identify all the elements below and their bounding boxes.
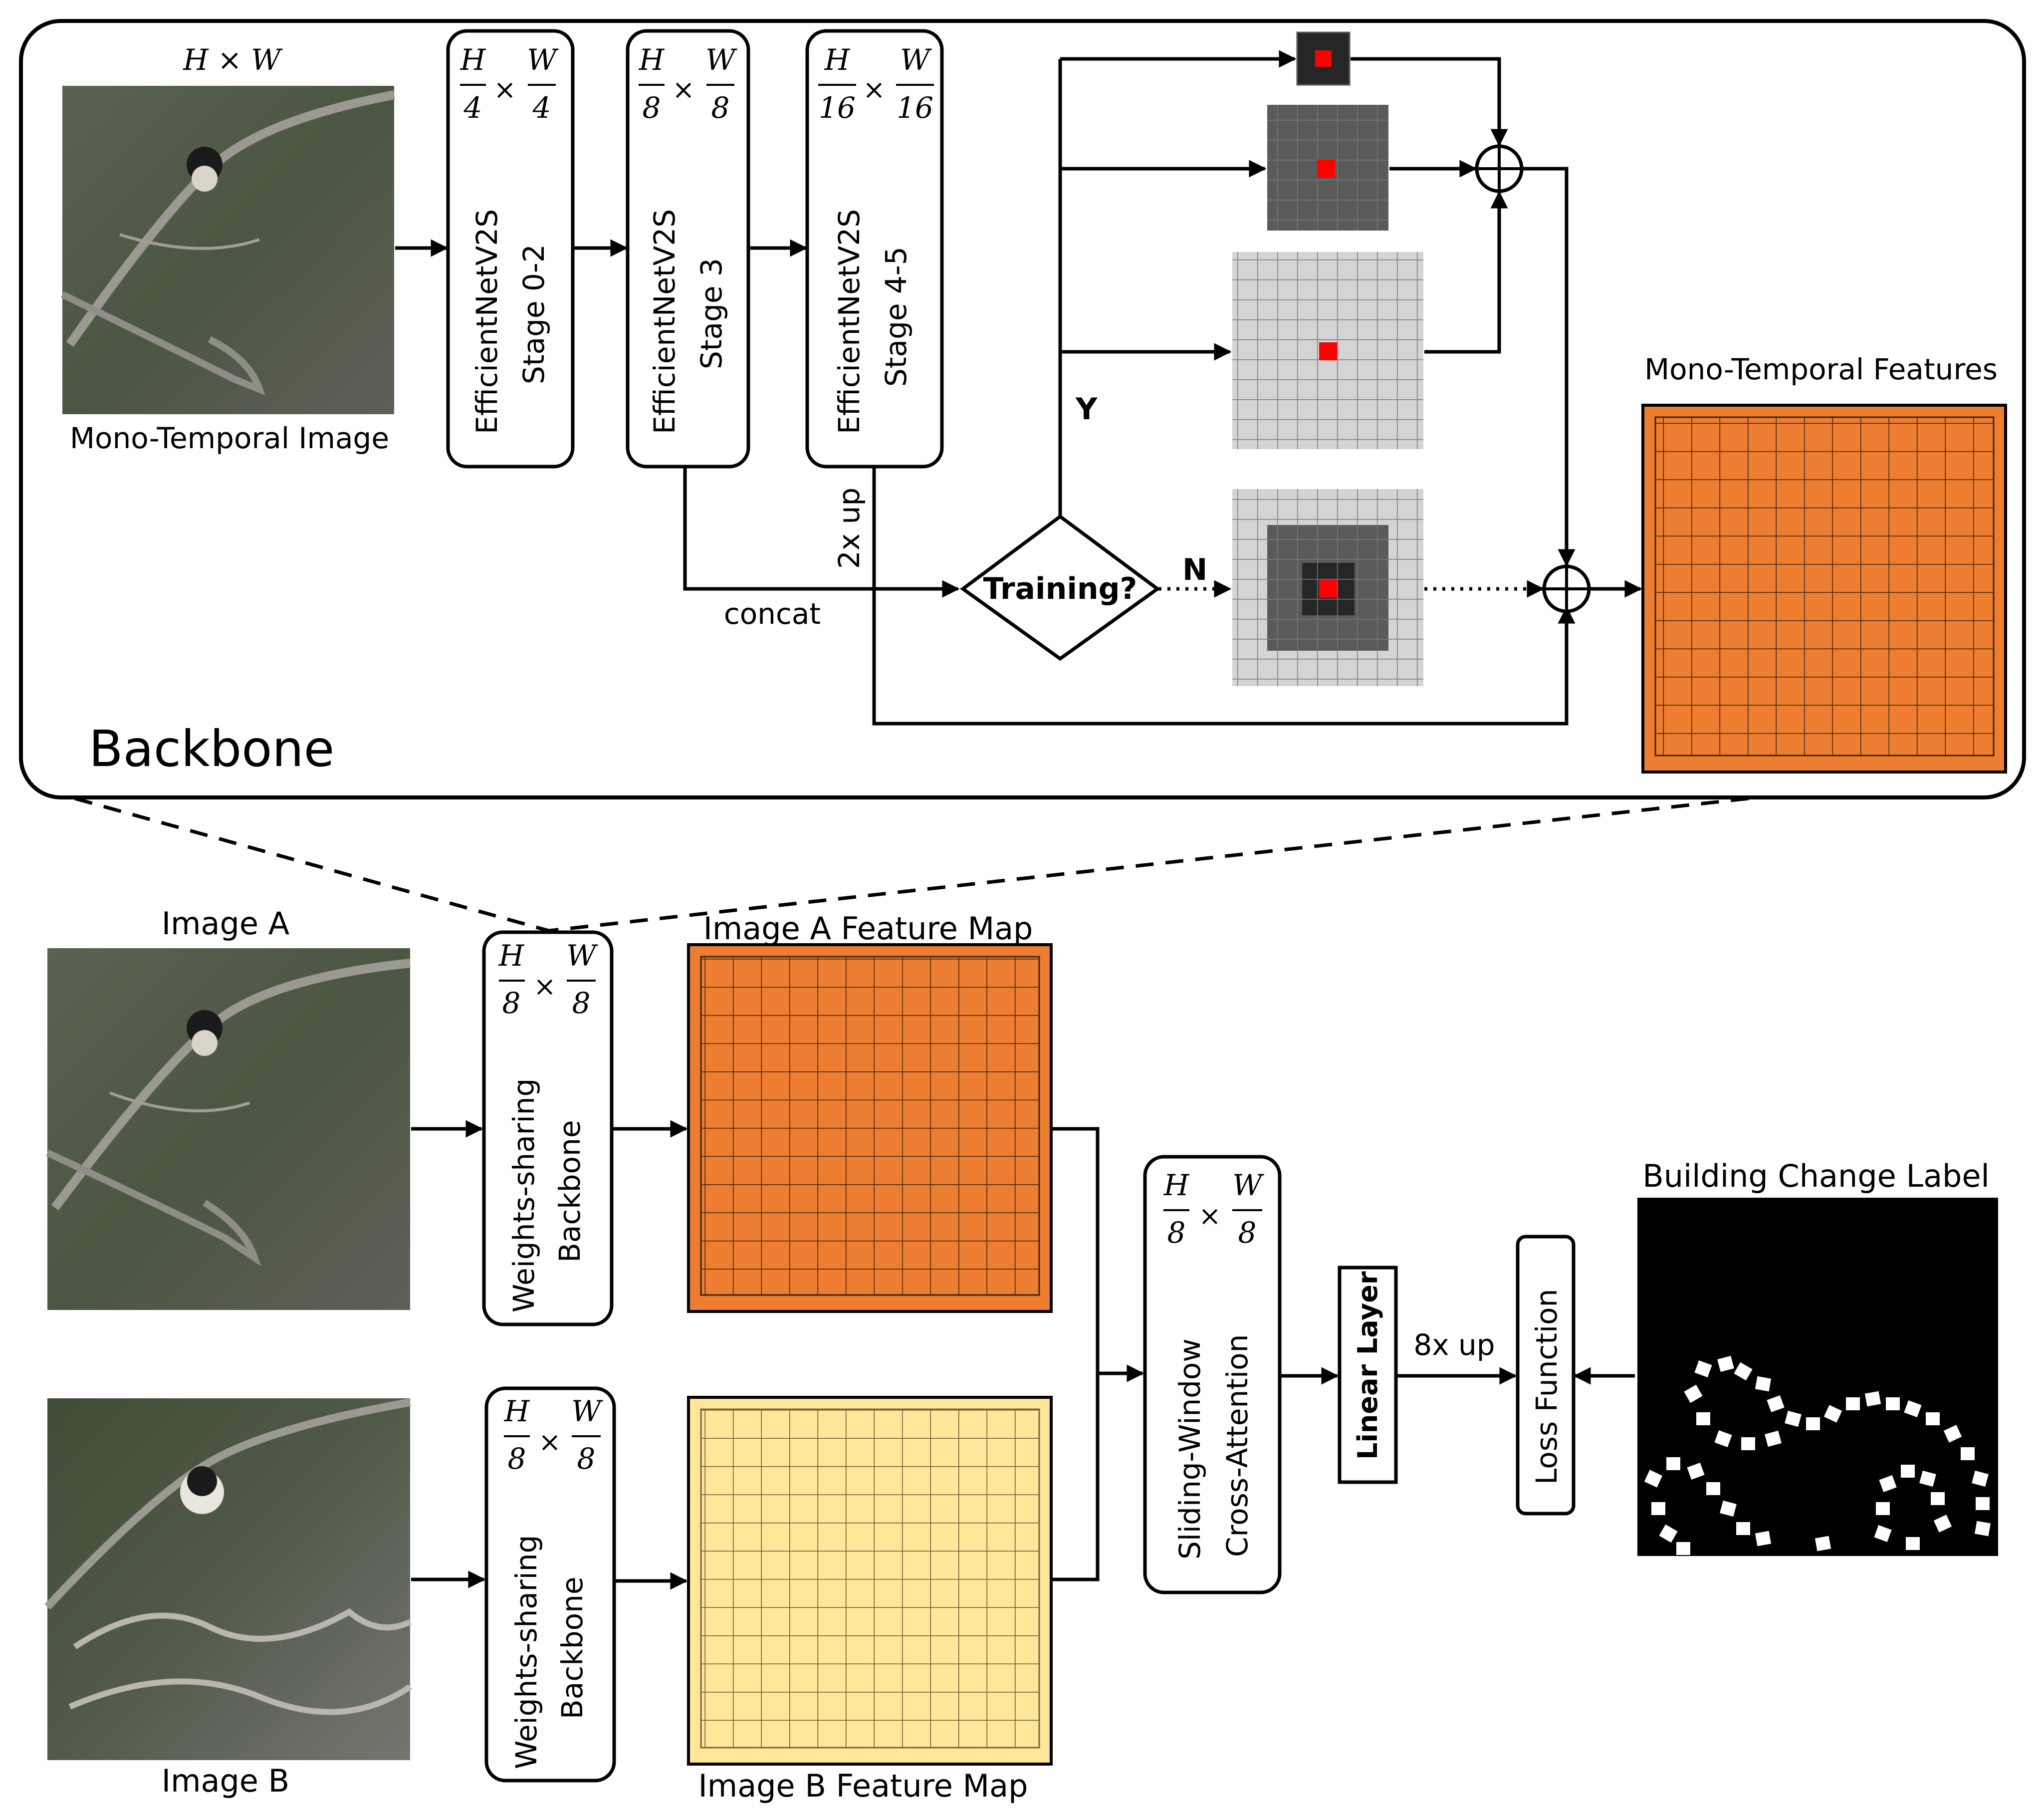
merge-line-small <box>1351 57 1508 147</box>
merge-line-large <box>1424 191 1508 354</box>
merge-b <box>1053 1373 1100 1581</box>
window-small <box>1296 31 1351 86</box>
svg-text:W: W <box>900 43 932 77</box>
svg-text:16: 16 <box>897 91 933 125</box>
sum-node-bottom <box>1542 564 1591 613</box>
svg-text:H: H <box>639 43 665 77</box>
svg-text:8: 8 <box>643 91 661 125</box>
window-nested <box>1232 489 1423 686</box>
svg-text:EfficientNetV2S: EfficientNetV2S <box>470 209 504 434</box>
svg-text:Sliding-Window: Sliding-Window <box>1173 1338 1207 1559</box>
upsample-8x-label: 8x up <box>1413 1328 1495 1362</box>
image-b <box>44 1398 412 1760</box>
input-size-label: H × W <box>183 43 283 77</box>
arrow-stage45-skip <box>872 468 1576 726</box>
svg-text:W: W <box>705 43 737 77</box>
svg-text:Stage 0-2: Stage 0-2 <box>517 244 551 384</box>
sum-node-top <box>1475 144 1524 193</box>
svg-text:4: 4 <box>463 91 482 125</box>
svg-text:Loss Function: Loss Function <box>1530 1289 1564 1485</box>
image-b-label: Image B <box>162 1763 289 1799</box>
cross-attention-box: H 8 × W 8 Sliding-Window Cross-Attention <box>1143 1155 1282 1594</box>
image-a <box>46 948 411 1310</box>
svg-text:×: × <box>863 74 885 105</box>
svg-text:8: 8 <box>508 1442 526 1476</box>
svg-text:W: W <box>566 939 598 973</box>
arrow-sum-top-to-sum-bottom <box>1523 167 1576 567</box>
svg-text:H: H <box>460 43 486 77</box>
svg-text:×: × <box>533 971 556 1002</box>
concat-label: concat <box>724 597 821 631</box>
window-medium <box>1267 105 1388 231</box>
window-large <box>1232 252 1423 449</box>
svg-text:H: H <box>498 939 525 973</box>
svg-text:Cross-Attention: Cross-Attention <box>1220 1334 1254 1557</box>
merge-a <box>1053 1127 1100 1373</box>
change-label-title: Building Change Label <box>1642 1158 1990 1194</box>
svg-text:8: 8 <box>1238 1216 1257 1250</box>
mono-temporal-features-label: Mono-Temporal Features <box>1644 352 1998 386</box>
upsample-2x-label: 2x up <box>832 488 866 569</box>
yes-label: Y <box>1075 392 1098 427</box>
backbone-title: Backbone <box>89 720 334 778</box>
feature-map-b <box>687 1396 1053 1766</box>
svg-text:Linear Layer: Linear Layer <box>1352 1271 1383 1460</box>
no-label: N <box>1182 552 1207 587</box>
svg-text:W: W <box>527 43 559 77</box>
loss-function-box: Loss Function <box>1516 1235 1576 1516</box>
training-decision-label: Training? <box>983 571 1137 606</box>
stage-4-5-box: H 16 × W 16 EfficientNetV2S Stage 4-5 <box>805 29 944 469</box>
shared-backbone-b: H 8 × W 8 Weights-sharing Backbone <box>484 1386 616 1783</box>
svg-text:8: 8 <box>577 1442 596 1476</box>
svg-text:Stage 4-5: Stage 4-5 <box>879 247 913 387</box>
svg-text:H: H <box>824 43 851 77</box>
svg-text:EfficientNetV2S: EfficientNetV2S <box>832 209 866 434</box>
svg-text:8: 8 <box>1167 1216 1186 1250</box>
zoom-connector-left <box>74 796 549 933</box>
svg-text:×: × <box>493 74 516 105</box>
svg-text:×: × <box>538 1426 561 1458</box>
feature-map-b-label: Image B Feature Map <box>698 1768 1028 1804</box>
svg-text:W: W <box>571 1394 603 1428</box>
linear-layer-box: Linear Layer <box>1338 1266 1398 1484</box>
arrow-concat <box>683 468 960 598</box>
image-a-label: Image A <box>162 905 289 942</box>
feature-map-a-label: Image A Feature Map <box>703 910 1033 947</box>
svg-text:4: 4 <box>532 91 551 125</box>
svg-text:×: × <box>672 74 694 105</box>
svg-text:Weights-sharing: Weights-sharing <box>507 1078 541 1312</box>
svg-text:Backbone: Backbone <box>553 1120 587 1263</box>
input-image-label: Mono-Temporal Image <box>70 421 389 455</box>
mono-temporal-image <box>60 86 395 414</box>
stage-3-box: H 8 × W 8 EfficientNetV2S Stage 3 <box>626 29 750 469</box>
shared-backbone-a: H 8 × W 8 Weights-sharing Backbone <box>482 930 614 1326</box>
svg-text:16: 16 <box>819 91 856 125</box>
building-change-label <box>1637 1198 1998 1556</box>
svg-text:8: 8 <box>711 91 730 125</box>
zoom-connector-right <box>548 796 1749 933</box>
svg-text:EfficientNetV2S: EfficientNetV2S <box>648 209 681 434</box>
svg-text:H: H <box>504 1394 530 1428</box>
svg-text:8: 8 <box>502 986 521 1020</box>
svg-text:Stage 3: Stage 3 <box>694 258 728 369</box>
feature-map-a <box>687 943 1053 1313</box>
svg-text:W: W <box>1232 1168 1264 1202</box>
mono-temporal-features-map <box>1641 404 2007 774</box>
stage-0-2-box: H 4 × W 4 EfficientNetV2S Stage 0-2 <box>446 29 575 469</box>
svg-text:×: × <box>1198 1200 1221 1232</box>
training-decision <box>960 514 1160 661</box>
svg-text:Weights-sharing: Weights-sharing <box>509 1535 543 1769</box>
svg-text:H: H <box>1163 1168 1190 1202</box>
svg-text:Backbone: Backbone <box>555 1576 589 1719</box>
svg-text:8: 8 <box>572 986 591 1020</box>
backbone-panel <box>19 19 2026 799</box>
